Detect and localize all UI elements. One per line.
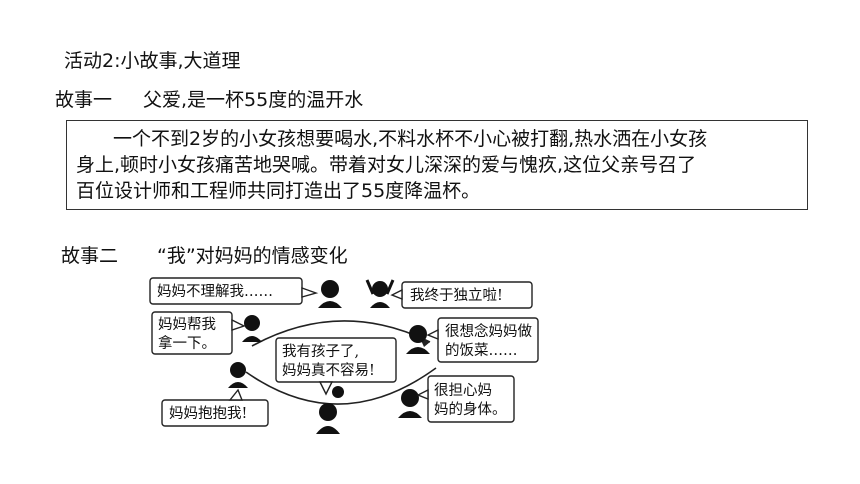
- bubble-1-text: 妈妈不理解我……: [157, 283, 273, 300]
- speech-bubble-5: 我有孩子了, 妈妈真不容易!: [275, 337, 397, 396]
- emotion-arc-bottom: [245, 367, 437, 405]
- story2-title: “我”对妈妈的情感变化: [157, 245, 348, 267]
- speech-bubble-2: 我终于独立啦!: [390, 281, 533, 309]
- speech-bubble-1: 妈妈不理解我……: [149, 277, 319, 305]
- comic-illustration: 妈妈不理解我…… 我终于独立啦! 妈妈帮我 拿一下。 很想念妈妈做 的饭菜……: [149, 277, 539, 434]
- bubble-3-line-2: 拿一下。: [158, 334, 216, 352]
- speech-bubble-4: 很想念妈妈做 的饭菜……: [426, 317, 539, 363]
- story1-text-box: 一个不到2岁的小女孩想要喝水,不料水杯不小心被打翻,热水洒在小女孩 身上,顿时小…: [66, 120, 808, 210]
- figure-teen-head-down: [318, 280, 342, 308]
- figure-child-with-toy: [242, 315, 262, 342]
- bubble-3-line-1: 妈妈帮我: [158, 316, 216, 333]
- story1-line-1: 一个不到2岁的小女孩想要喝水,不料水杯不小心被打翻,热水洒在小女孩: [113, 128, 708, 150]
- bubble-4-line-1: 很想念妈妈做: [445, 322, 532, 340]
- emotion-arc-top: [251, 320, 431, 347]
- story2-label: 故事二: [61, 245, 119, 267]
- speech-bubble-6: 很担心妈 妈的身体。: [416, 375, 515, 423]
- figure-parent-lifting-baby: [316, 386, 344, 434]
- bubble-4-line-2: 的饭菜……: [445, 342, 518, 359]
- story1-line-3: 百位设计师和工程师共同打造出了55度降温杯。: [76, 180, 481, 202]
- figure-thinking: [406, 325, 430, 354]
- figure-toddler: [228, 362, 248, 388]
- bubble-6-line-1: 很担心妈: [434, 382, 492, 399]
- speech-bubble-7: 妈妈抱抱我!: [161, 388, 269, 427]
- activity-title: 活动2:小故事,大道理: [64, 50, 241, 72]
- bubble-2-text: 我终于独立啦!: [410, 287, 503, 304]
- bubble-6-line-2: 妈的身体。: [434, 401, 507, 418]
- bubble-5-line-2: 妈妈真不容易!: [282, 361, 375, 379]
- figure-worried: [398, 389, 422, 418]
- bubble-5-line-1: 我有孩子了,: [282, 343, 359, 360]
- speech-bubble-3: 妈妈帮我 拿一下。: [151, 311, 246, 355]
- figure-cheering: [365, 279, 395, 308]
- story1-title: 父爱,是一杯55度的温开水: [143, 89, 364, 111]
- story1-line-2: 身上,顿时小女孩痛苦地哭喊。带着对女儿深深的爱与愧疚,这位父亲号召了: [76, 154, 697, 176]
- bubble-7-text: 妈妈抱抱我!: [169, 405, 247, 422]
- story1-label: 故事一: [55, 89, 113, 111]
